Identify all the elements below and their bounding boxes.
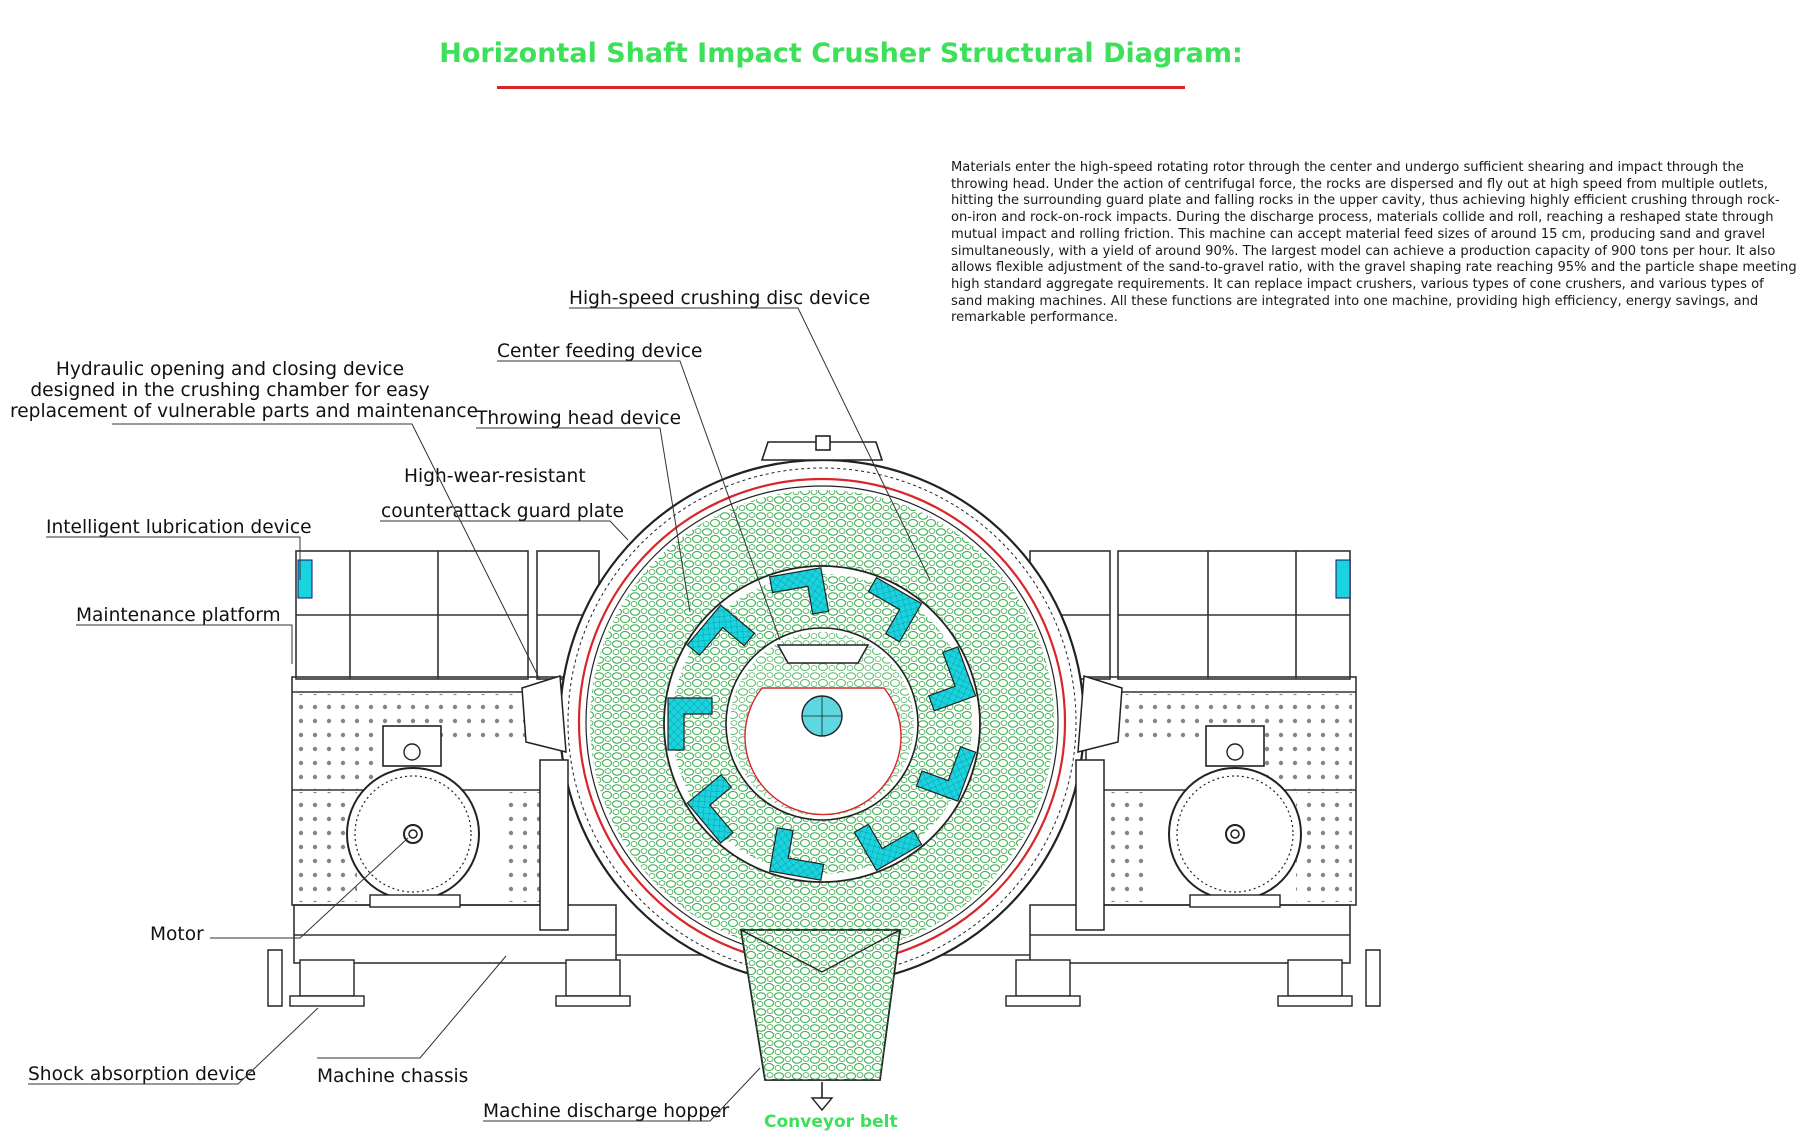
throwing-head-2 xyxy=(867,576,923,643)
description-paragraph: Materials enter the high-speed rotating … xyxy=(951,160,1797,326)
throwing-head-5 xyxy=(853,823,923,872)
label-guard-plate-line-2: counterattack guard plate xyxy=(381,501,624,522)
throwing-head-1 xyxy=(768,567,830,615)
label-shock-absorption: Shock absorption device xyxy=(28,1064,257,1085)
title-underline xyxy=(497,86,1185,89)
discharge-hopper xyxy=(739,929,902,1112)
label-discharge-hopper: Machine discharge hopper xyxy=(483,1101,730,1122)
label-motor: Motor xyxy=(150,924,204,945)
label-hydraulic-line-3: replacement of vulnerable parts and main… xyxy=(10,401,479,422)
right-shock-absorbers xyxy=(1005,949,1381,1007)
label-hydraulic-line-2: designed in the crushing chamber for eas… xyxy=(30,380,430,401)
label-conveyor-belt: Conveyor belt xyxy=(764,1112,898,1132)
left-motor xyxy=(346,725,480,908)
right-lubrication-box xyxy=(1335,559,1351,599)
throwing-heads xyxy=(667,567,977,881)
right-maintenance-platform xyxy=(1029,550,1351,680)
left-maintenance-platform xyxy=(295,550,600,680)
throwing-head-4 xyxy=(915,745,977,802)
feeding-funnel xyxy=(776,644,870,664)
label-center-feeding: Center feeding device xyxy=(497,341,703,362)
throwing-head-8 xyxy=(667,697,713,751)
label-lubrication: Intelligent lubrication device xyxy=(46,517,312,538)
label-guard-plate-line-1: High-wear-resistant xyxy=(404,466,586,487)
label-hydraulic-line-1: Hydraulic opening and closing device xyxy=(55,359,405,380)
top-housing-cap xyxy=(760,435,884,461)
housing-side-brackets xyxy=(521,675,1123,931)
right-perforated-panel-4 xyxy=(1296,792,1352,902)
callout-leader-lines xyxy=(28,307,931,1122)
label-machine-chassis: Machine chassis xyxy=(317,1066,469,1087)
left-shock-absorbers xyxy=(267,949,631,1007)
throwing-head-9 xyxy=(686,604,756,657)
throwing-head-3 xyxy=(928,646,977,712)
label-maintenance-platform: Maintenance platform xyxy=(76,605,281,626)
left-perforated-panel-3 xyxy=(297,792,357,902)
discharge-arrow-icon xyxy=(810,1097,834,1112)
throwing-head-7 xyxy=(686,773,734,844)
label-throwing-head: Throwing head device xyxy=(476,408,682,429)
diagram-title: Horizontal Shaft Impact Crusher Structur… xyxy=(439,38,1243,69)
left-lubrication-box xyxy=(297,559,313,599)
label-crushing-disc: High-speed crushing disc device xyxy=(569,288,871,309)
left-perforated-panel-1 xyxy=(297,694,392,790)
rotor-disc xyxy=(663,565,981,883)
throwing-head-6 xyxy=(768,827,825,881)
right-motor xyxy=(1168,725,1302,908)
right-perforated-panel-2 xyxy=(1264,694,1352,790)
